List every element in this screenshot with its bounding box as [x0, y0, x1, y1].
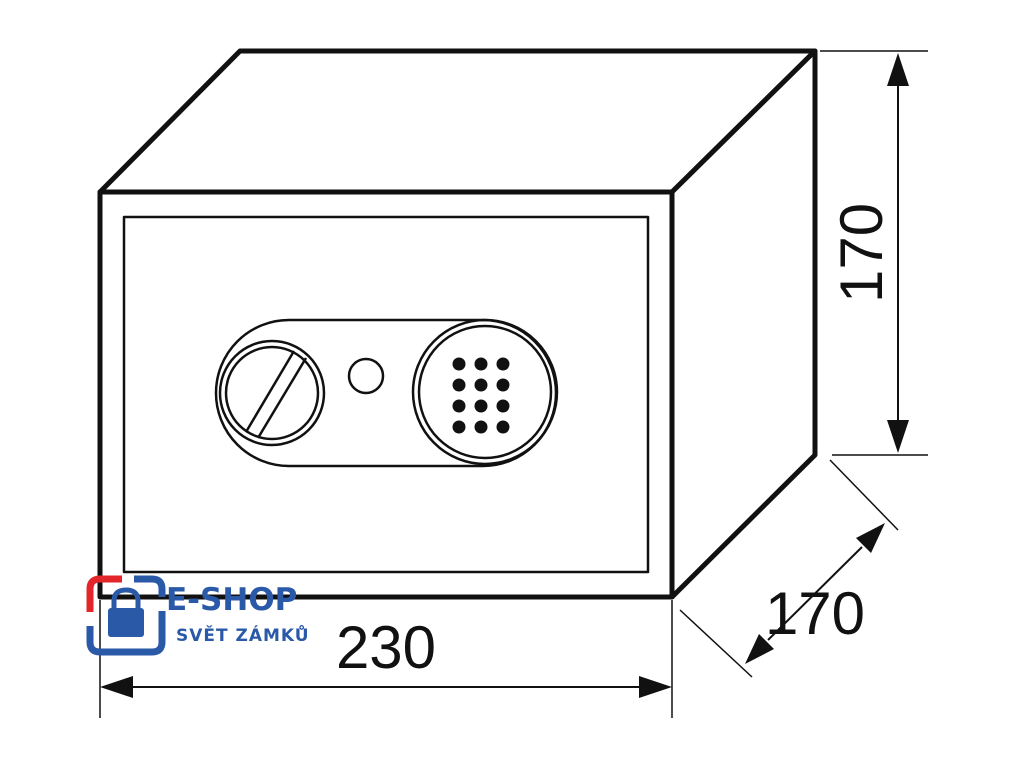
- keypad-button: [474, 399, 488, 413]
- keypad-button: [452, 420, 466, 434]
- padlock-icon: [86, 575, 166, 656]
- keypad-button: [496, 378, 510, 392]
- keypad-buttons: [452, 357, 510, 434]
- dimension-width: [99, 600, 673, 718]
- keypad-button: [452, 399, 466, 413]
- keypad-button: [474, 378, 488, 392]
- keyhole-icon: [347, 357, 385, 395]
- logo-title: E-SHOP: [166, 582, 297, 618]
- safe-body: [97, 48, 818, 600]
- keypad-button: [474, 357, 488, 371]
- dimension-depth: [679, 459, 899, 678]
- dial-knob-icon: [218, 339, 326, 447]
- keypad-icon: [411, 318, 559, 466]
- keypad-button: [496, 357, 510, 371]
- dimension-height: [820, 50, 928, 456]
- height-dimension-label: 170: [828, 203, 895, 303]
- eshop-logo: E-SHOP SVĚT ZÁMKŮ: [86, 575, 310, 656]
- depth-dimension-label: 170: [765, 580, 865, 647]
- keypad-button: [496, 399, 510, 413]
- width-dimension-label: 230: [336, 614, 436, 681]
- keypad-button: [496, 420, 510, 434]
- keypad-button: [474, 420, 488, 434]
- keypad-button: [452, 357, 466, 371]
- safe-door: [122, 215, 650, 574]
- safe-front-face: [97, 189, 675, 600]
- logo-subtitle: SVĚT ZÁMKŮ: [176, 623, 310, 646]
- keypad-button: [452, 378, 466, 392]
